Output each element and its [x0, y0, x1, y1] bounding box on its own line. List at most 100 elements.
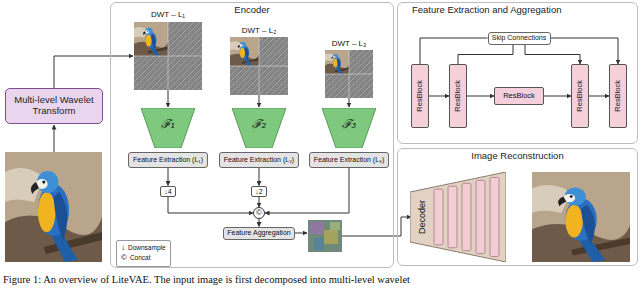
connector: [168, 168, 169, 186]
decoder-layer: [434, 189, 443, 245]
transform-box: Multi-level Wavelet Transform: [5, 88, 103, 124]
connector: [420, 38, 488, 64]
node-label: ResBlock: [416, 80, 425, 112]
node-label: ℱ₁: [161, 118, 176, 132]
legend-text: Downsample: [128, 244, 166, 252]
concat-circle: ©: [253, 207, 265, 219]
illustration-part: [259, 95, 260, 107]
legend-text: Concat: [130, 254, 151, 262]
node-label: Feature Extraction (L₃): [314, 156, 385, 164]
resblock: ResBlock: [411, 64, 429, 128]
decoder-layer: [490, 177, 499, 256]
connector: [589, 96, 609, 97]
illustration-part: [324, 230, 338, 244]
feature-extraction-box: Feature Extraction (L₃): [309, 152, 389, 168]
panel-heading: Feature Extraction and Aggregation: [398, 3, 637, 16]
feature-extraction-box: Feature Extraction (L₂): [219, 152, 299, 168]
resblock: ResBlock: [494, 87, 544, 105]
level-label: DWT – L₂: [242, 26, 277, 35]
legend-row: ©Concat: [121, 253, 166, 263]
legend-symbol: ↓: [121, 243, 125, 253]
illustration-part: [168, 90, 169, 107]
illustration-part: [325, 50, 373, 98]
downsample-box: ↓2: [251, 186, 267, 197]
connector: [259, 168, 260, 186]
wavelet-image-l3: [325, 50, 373, 98]
illustration-part: [310, 222, 324, 234]
feature-extractor: ℱ₂: [232, 108, 286, 148]
decoder-layer: [448, 186, 457, 248]
illustration-part: [168, 38, 618, 227]
panel-heading: Image Reconstruction: [398, 149, 637, 162]
node-label: ℱ₂: [252, 118, 267, 132]
wavelet-image-l2: [230, 37, 288, 95]
node-label: ©: [256, 209, 262, 217]
latent-image: [308, 220, 342, 252]
feature-extraction-box: Feature Extraction (L₁): [128, 152, 208, 168]
legend-box: ↓Downsample©Concat: [116, 240, 171, 267]
illustration-part: [230, 37, 288, 95]
node-label: Skip Connections: [492, 34, 546, 42]
node-label: ℱ₃: [342, 118, 357, 132]
node-label: Feature Extraction (L₂): [224, 156, 294, 164]
resblock: ResBlock: [449, 64, 467, 128]
node-label: Feature Extraction (L₁): [133, 156, 203, 164]
legend-symbol: ©: [121, 253, 127, 263]
illustration-part: [134, 22, 202, 90]
trapezoid-outline: [232, 108, 286, 148]
level-label: DWT – L₃: [332, 39, 367, 48]
figure-caption: Figure 1: An overview of LiteVAE. The in…: [3, 274, 410, 285]
level-label: DWT – L₁: [151, 10, 185, 19]
resblock: ResBlock: [571, 64, 589, 128]
flow-arrow: [342, 217, 411, 236]
trapezoid-outline: [141, 108, 195, 148]
connector: [551, 38, 619, 64]
connector: [259, 219, 260, 227]
feature-extractor: ℱ₁: [141, 108, 195, 148]
connector: [265, 168, 349, 213]
connector: [259, 197, 260, 208]
node-label: ResBlock: [614, 80, 623, 112]
decoder-layer: [462, 183, 471, 250]
aggregation-box: Feature Aggregation: [223, 227, 295, 240]
illustration-part: [54, 56, 133, 88]
legend-row: ↓Downsample: [121, 243, 166, 253]
feature-extractor: ℱ₃: [322, 108, 376, 148]
connector: [458, 45, 513, 65]
illustration-part: [330, 222, 340, 230]
wavelet-image-l1: [134, 22, 202, 90]
downsample-box: ↓4: [160, 186, 176, 197]
trapezoid-outline: [322, 108, 376, 148]
illustration-part: [325, 50, 373, 98]
connector: [467, 96, 494, 97]
node-label: Feature Aggregation: [227, 229, 290, 237]
node-label: ResBlock: [454, 80, 463, 112]
node-label: Decoder: [417, 200, 427, 234]
flow-arrow: [295, 233, 307, 234]
illustration-part: [134, 22, 168, 56]
connector: [429, 96, 449, 97]
resblock: ResBlock: [609, 64, 627, 128]
illustration-part: [230, 37, 288, 95]
node-label: Multi-level Wavelet Transform: [10, 95, 98, 117]
node-label: ↓2: [255, 188, 262, 195]
skip-box: Skip Connections: [488, 32, 551, 45]
decoder-block: Decoder: [410, 172, 506, 262]
illustration-part: [349, 98, 350, 107]
node-label: ↓4: [164, 188, 171, 195]
illustration-part: [325, 50, 349, 74]
connector: [168, 197, 253, 214]
input-image: [5, 152, 102, 262]
decoder-outline: [410, 172, 506, 262]
aggregation-panel: Feature Extraction and AggregationSkip C…: [397, 2, 638, 144]
node-label: ResBlock: [576, 80, 585, 112]
reconstruction-panel: Image ReconstructionDecoder: [397, 148, 638, 266]
illustration-part: [308, 220, 342, 252]
decoder-layer: [476, 180, 485, 253]
connector: [525, 45, 580, 65]
output-image: [532, 172, 630, 262]
illustration-part: [54, 125, 55, 152]
connector: [544, 96, 571, 97]
illustration-part: [134, 22, 202, 90]
node-label: ResBlock: [503, 92, 535, 101]
